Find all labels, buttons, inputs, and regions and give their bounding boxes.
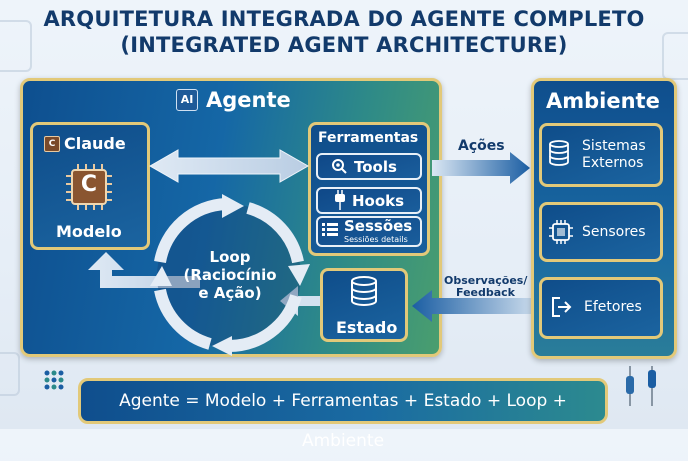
env-item-external-systems[interactable] — [539, 123, 663, 187]
arrows-layer — [88, 149, 546, 356]
loop-label-line1: Loop — [209, 248, 251, 266]
tool-label-sessions: Sessões — [344, 217, 413, 235]
database-icon — [350, 276, 378, 310]
reasoning-loop — [150, 194, 310, 356]
actions-label: Ações — [458, 138, 505, 154]
state-label: Estado — [336, 318, 398, 337]
ai-badge-icon: AI — [176, 89, 198, 111]
claude-icon: C — [44, 136, 60, 152]
observations-label-line1: Observações/ — [444, 274, 528, 287]
env-label-external-systems-2: Externos — [582, 155, 644, 171]
dots-decoration-icon — [44, 370, 64, 394]
equation-banner: Agente = Modelo + Ferramentas + Estado +… — [78, 378, 608, 451]
observations-arrow[interactable] — [412, 290, 546, 322]
model-tools-double-arrow — [148, 149, 310, 183]
tool-label-hooks: Hooks — [352, 192, 405, 210]
loop-label-line3: e Ação) — [198, 284, 262, 302]
agent-title: Agente — [206, 88, 291, 112]
sessions-list-icon — [322, 222, 338, 241]
actions-arrow[interactable] — [432, 152, 530, 184]
environment-title: Ambiente — [546, 89, 660, 113]
model-name: Claude — [64, 134, 126, 153]
observations-label-line2: Feedback — [456, 286, 515, 299]
background-decoration — [662, 32, 688, 80]
tool-label-tools: Tools — [354, 158, 397, 176]
env-label-sensors: Sensores — [582, 224, 646, 240]
tools-gear-icon — [330, 157, 348, 179]
tools-title: Ferramentas — [318, 130, 419, 146]
env-label-external-systems-1: Sistemas — [582, 138, 646, 154]
background-decoration — [0, 352, 20, 396]
sessions-detail: Sessiões details — [344, 235, 408, 244]
export-icon — [550, 295, 574, 323]
tool-item-sessions[interactable] — [316, 216, 422, 247]
loop-label-line2: (Raciocínio — [183, 266, 277, 284]
chip-icon — [549, 220, 573, 248]
database-icon — [548, 140, 570, 170]
hooks-plug-icon — [333, 190, 347, 214]
background-decoration — [0, 20, 32, 72]
chip-letter: C — [80, 172, 98, 197]
page-subtitle: (INTEGRATED AGENT ARCHITECTURE) — [120, 33, 568, 57]
model-label: Modelo — [56, 222, 122, 241]
env-label-effectors: Efetores — [584, 299, 642, 315]
chip-icon — [66, 164, 112, 210]
resistor-decoration-icon — [622, 366, 662, 410]
page-title: ARQUITETURA INTEGRADA DO AGENTE COMPLETO — [43, 7, 645, 31]
tool-item-hooks[interactable] — [316, 187, 422, 214]
